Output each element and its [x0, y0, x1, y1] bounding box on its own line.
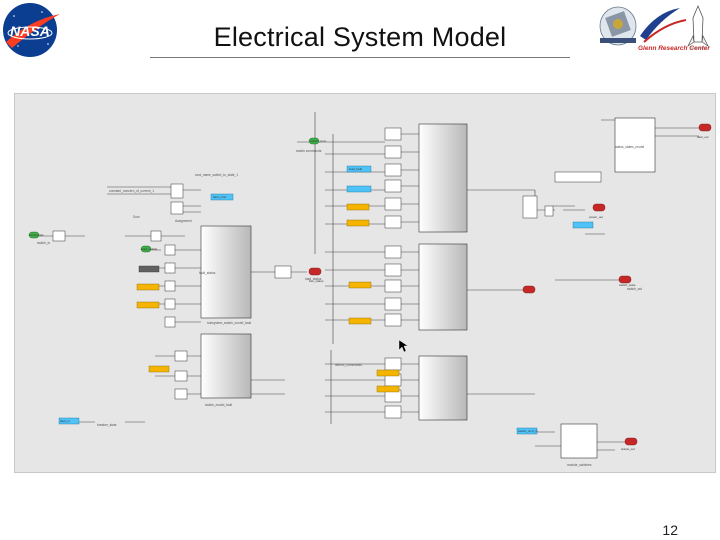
port-label-red-3: power_out: [589, 215, 603, 219]
subsystem-blocks: [200, 117, 656, 459]
diagram-canvas: switch commands cmd_name_switch_to_state…: [28, 112, 712, 467]
research-center-text: Glenn Research Center: [638, 45, 710, 52]
port-label-cyan-4: switch_cmd_in: [518, 429, 538, 433]
port-label-green-2: commands: [29, 233, 44, 237]
port-label-green-1: switch_cmd: [310, 139, 326, 143]
label-assignment: Assignment: [175, 219, 192, 223]
port-label-red-5: status_out: [621, 447, 635, 451]
page-number: 12: [662, 522, 678, 538]
rocket-sketch-icon: [687, 4, 709, 49]
port-label-cyan-3: fault_in: [60, 419, 70, 423]
flight-swoosh-icon: [640, 8, 687, 43]
label-module-switches: module_switches: [567, 463, 592, 467]
slide-title: Electrical System Model: [213, 22, 507, 52]
electrical-system-diagram: switch commands cmd_name_switch_to_state…: [14, 93, 716, 473]
label-fault-status: fault_status: [199, 271, 216, 275]
label-demux-commands: demux_commands: [335, 363, 362, 367]
label-load-status: load_status: [305, 277, 322, 281]
label-sum: Sum: [133, 215, 140, 219]
label-breaker-state: breaker_state: [97, 423, 117, 427]
label-status-states-model: status_states_model: [615, 145, 645, 149]
port-label-red-1: bus_status: [309, 279, 324, 283]
mouse-cursor-icon: [398, 339, 409, 353]
label-subsystem-main: subsystem_switch_model_fault: [207, 321, 251, 325]
label-switch-out: switch_out: [627, 287, 642, 291]
port-blocks: [28, 123, 712, 446]
label-subsystem-lower: switch_model_fault: [205, 403, 232, 407]
label-switch-in: switch_in: [37, 241, 50, 245]
nasa-logo: NASA: [0, 0, 66, 60]
nasa-logo-text: NASA: [10, 23, 50, 39]
research-center-logo: Glenn Research Center: [594, 2, 720, 60]
mission-patch-icon: [599, 6, 637, 46]
port-label-red-4: switch_state: [619, 283, 636, 287]
signal-lines: [37, 112, 699, 451]
port-label-red-2: fault_out: [697, 135, 709, 139]
label-cmd-name-switch: cmd_name_switch_to_state_1: [195, 173, 238, 177]
logic-blocks: [52, 127, 602, 419]
label-constant-nonzero: constant_nonzero_of_current_1: [109, 189, 154, 193]
title-underline: [150, 57, 570, 58]
port-label-cyan-2: fault_cmd: [213, 195, 226, 199]
port-label-cyan-1: load_fault: [349, 167, 362, 171]
label-switch-commands: switch commands: [296, 149, 322, 153]
port-label-green-3: load_enable: [141, 247, 158, 251]
